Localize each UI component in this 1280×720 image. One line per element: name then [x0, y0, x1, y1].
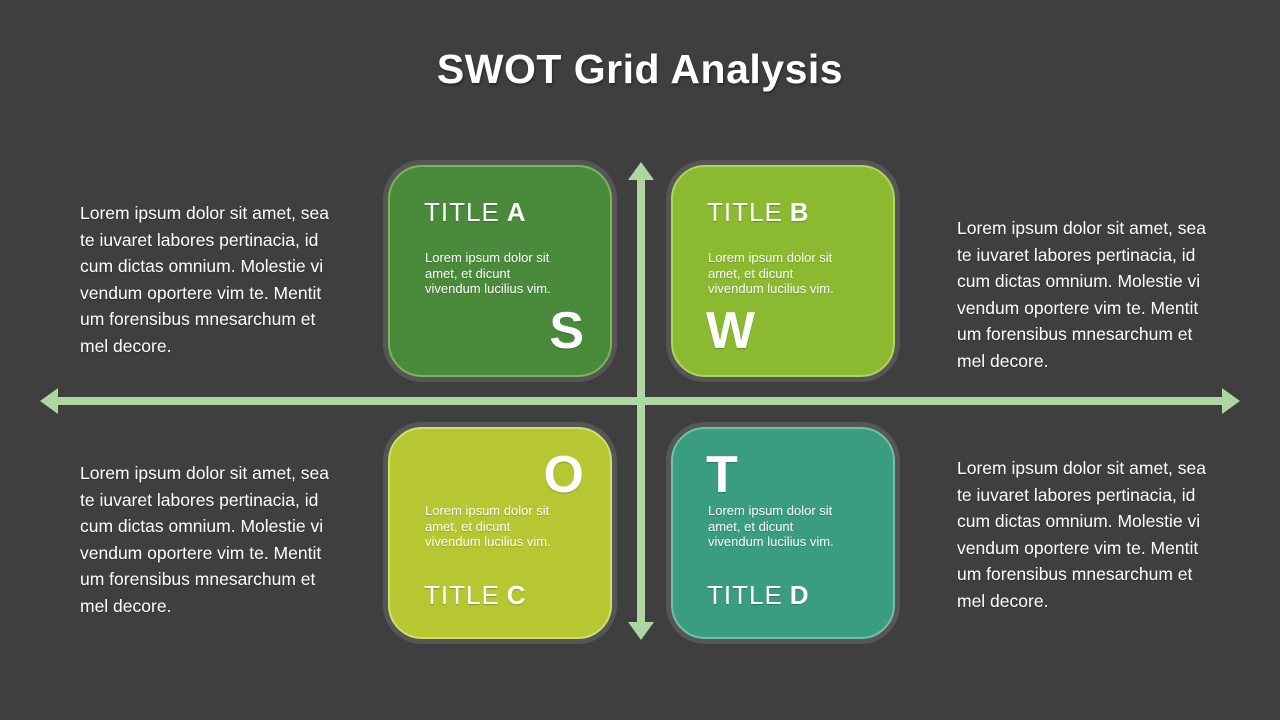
- side-note-top-left: Lorem ipsum dolor sit amet, sea te iuvar…: [80, 203, 329, 356]
- quadrant-c-title-prefix: TITLE: [424, 580, 500, 610]
- arrow-up-icon: [628, 162, 654, 180]
- arrow-right-icon: [1222, 388, 1240, 414]
- arrow-down-icon: [628, 622, 654, 640]
- quadrant-a-big-letter-s: S: [549, 302, 584, 360]
- quadrant-c-title-letter: C: [506, 580, 526, 610]
- quadrant-card-threats: T Lorem ipsum dolor sit amet, et dicunt …: [671, 427, 895, 639]
- slide-title: SWOT Grid Analysis: [436, 46, 844, 92]
- arrow-left-icon: [40, 388, 58, 414]
- side-note-top-right: Lorem ipsum dolor sit amet, sea te iuvar…: [957, 218, 1206, 371]
- quadrant-c-big-letter-o: O: [543, 446, 584, 504]
- quadrant-a-title-letter: A: [506, 197, 526, 227]
- quadrant-d-big-letter-t: T: [706, 446, 738, 504]
- quadrant-d-body-text: Lorem ipsum dolor sit amet, et dicunt vi…: [708, 503, 834, 549]
- side-note-bottom-right: Lorem ipsum dolor sit amet, sea te iuvar…: [957, 458, 1206, 611]
- quadrant-a-title-prefix: TITLE: [424, 197, 500, 227]
- quadrant-b-title-prefix: TITLE: [707, 197, 783, 227]
- quadrant-b-body-text: Lorem ipsum dolor sit amet, et dicunt vi…: [708, 250, 834, 296]
- quadrant-d-title-prefix: TITLE: [707, 580, 783, 610]
- side-note-bottom-left: Lorem ipsum dolor sit amet, sea te iuvar…: [80, 463, 329, 616]
- quadrant-card-opportunities: O Lorem ipsum dolor sit amet, et dicunt …: [388, 427, 612, 639]
- quadrant-a-body-text: Lorem ipsum dolor sit amet, et dicunt vi…: [425, 250, 551, 296]
- quadrant-c-body-text: Lorem ipsum dolor sit amet, et dicunt vi…: [425, 503, 551, 549]
- quadrant-b-title-letter: B: [789, 197, 809, 227]
- quadrant-d-title-letter: D: [789, 580, 809, 610]
- vertical-axis-line: [637, 178, 645, 624]
- quadrant-b-big-letter-w: W: [706, 302, 756, 360]
